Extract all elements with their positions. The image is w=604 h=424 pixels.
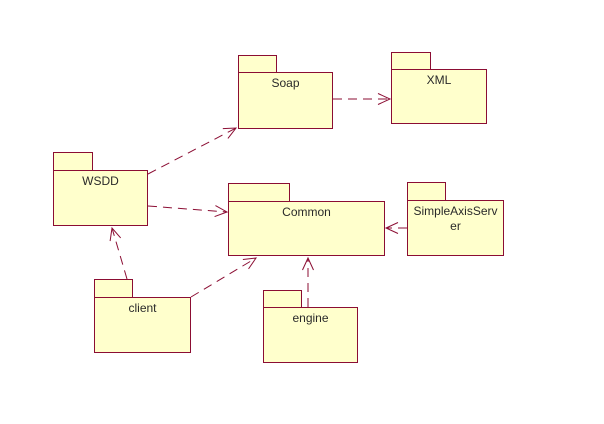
package-tab <box>238 55 277 72</box>
dependency-wsdd-to-soap[interactable] <box>147 127 238 175</box>
package-label: XML <box>426 73 452 87</box>
package-label: engine <box>292 311 329 325</box>
package-body: engine <box>263 307 358 363</box>
package-body: Soap <box>238 72 333 129</box>
package-tab <box>94 279 133 297</box>
package-tab <box>263 290 302 307</box>
package-body: SimpleAxisServer <box>407 200 504 256</box>
package-label: Common <box>282 205 331 219</box>
dependency-client-to-common[interactable] <box>190 257 258 298</box>
package-body: client <box>94 297 191 353</box>
package-label: WSDD <box>82 174 119 188</box>
package-body: XML <box>391 69 487 124</box>
package-tab <box>228 183 290 201</box>
dependency-client-to-wsdd[interactable] <box>109 226 128 280</box>
package-tab <box>407 182 446 200</box>
package-body: Common <box>228 201 385 256</box>
dependency-wsdd-to-common[interactable] <box>147 205 229 218</box>
package-body: WSDD <box>53 170 148 226</box>
package-label: Soap <box>271 76 300 90</box>
package-tab <box>53 152 93 170</box>
package-label: SimpleAxisServer <box>413 204 498 233</box>
package-tab <box>391 52 431 69</box>
package-label: client <box>128 301 157 315</box>
